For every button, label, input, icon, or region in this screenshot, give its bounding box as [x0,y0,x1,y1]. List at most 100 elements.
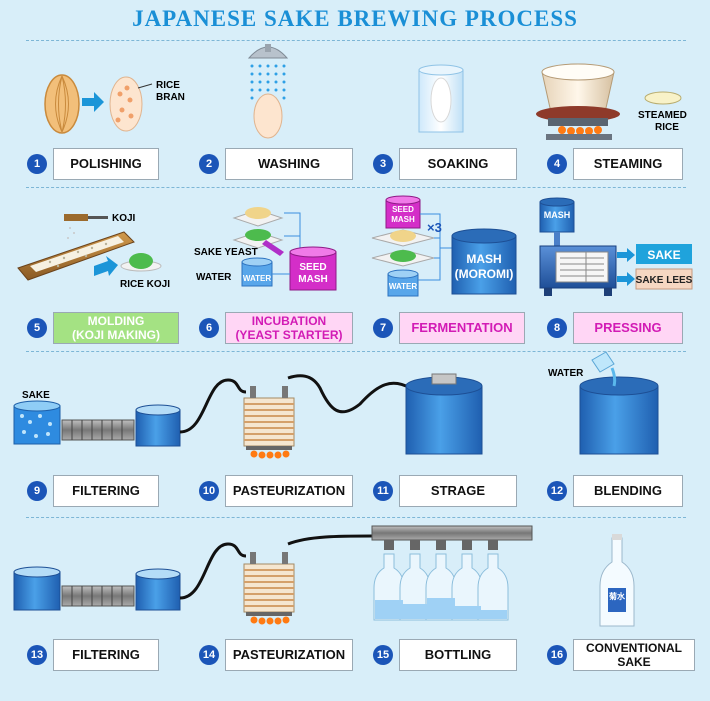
arrow-icon [82,92,104,112]
divider-row3 [26,517,686,518]
page-title: JAPANESE SAKE BREWING PROCESS [132,6,578,31]
pasteurizer-icon-2 [243,552,295,625]
pasteurizer-icon [243,386,295,459]
steamed-rice-label-2: RICE [655,122,679,133]
seed-mash-label-2: MASH [298,274,327,285]
step-pasteurization: 10 PASTEURIZATION [199,475,353,507]
step-number-badge: 8 [547,318,567,338]
storage-tank-icon [405,373,483,455]
step-bottling: 15 BOTTLING [373,639,517,671]
polished-rice-icon [109,76,143,132]
incubation-icon [232,207,337,291]
arrow-icon [94,256,118,276]
divider-top [26,40,686,41]
step-number-badge: 14 [199,645,219,665]
step-number-badge: 2 [199,154,219,174]
step-number-badge: 9 [27,481,47,501]
step-number-badge: 7 [373,318,393,338]
step-number-badge: 12 [547,481,567,501]
step-label: WASHING [225,148,353,180]
blending-tank-icon [579,351,659,455]
divider-row2 [26,351,686,352]
step-label-text-2: (KOJI MAKING) [72,328,160,342]
step-label-text: CONVENTIONAL SAKE [586,641,682,669]
water-pour-label: WATER [548,368,584,379]
step-number-badge: 10 [199,481,219,501]
step-incubation: 6 INCUBATION(YEAST STARTER) [199,312,353,344]
rice-koji-label: RICE KOJI [120,279,170,290]
step-label-text: WASHING [257,156,321,171]
step-number-badge: 16 [547,645,567,665]
step-label: MOLDING(KOJI MAKING) [53,312,179,344]
sake-tank-label: SAKE [22,390,50,401]
filter-system-icon-2 [13,566,181,611]
step-number-badge: 15 [373,645,393,665]
soaking-glass-icon [418,64,464,133]
sake-output-label: SAKE [647,248,680,262]
step-label-text: FILTERING [72,647,140,662]
step-label: BLENDING [573,475,683,507]
rice-grain-icon [44,74,80,134]
step-label-text: MOLDING [87,314,145,328]
step-label-text: INCUBATION [251,314,327,328]
step-label: SOAKING [399,148,517,180]
divider-row1 [26,187,686,188]
step-label: INCUBATION(YEAST STARTER) [225,312,353,344]
mash-moromi-label-2: (MOROMI) [455,267,514,281]
step-label: CONVENTIONAL SAKE [573,639,695,671]
seed-mash-small-label: SEED [392,205,414,214]
step-number-badge: 4 [547,154,567,174]
step-conventional-sake: 16 CONVENTIONAL SAKE [547,639,695,671]
filter-system-icon [13,400,181,447]
step-number-badge: 3 [373,154,393,174]
step-label-text: STEAMING [593,156,663,171]
press-mash-label: MASH [544,210,571,220]
water-tank-label: WATER [243,274,272,283]
step-label-text: PASTEURIZATION [232,647,346,662]
step-label: PASTEURIZATION [225,475,353,507]
step-pasteurization-2: 14 PASTEURIZATION [199,639,353,671]
shower-icon [247,44,289,139]
step-label: STRAGE [399,475,517,507]
step-label-text-2: (YEAST STARTER) [235,328,343,342]
step-number-badge: 1 [27,154,47,174]
step-label-text: BLENDING [594,483,662,498]
step-number-badge: 6 [199,318,219,338]
step-label-text: PRESSING [594,320,662,335]
step-washing: 2 WASHING [199,148,353,180]
step-label-text: PASTEURIZATION [232,483,346,498]
step-label: FERMENTATION [399,312,525,344]
rice-bran-label-2: BRAN [156,92,185,103]
step-label-text: BOTTLING [424,647,492,662]
step-label: FILTERING [53,475,159,507]
steamed-rice-icon [644,91,682,105]
step-label-text: SOAKING [427,156,489,171]
step-filtering-2: 13 FILTERING [27,639,159,671]
step-label-text: FERMENTATION [411,320,513,335]
seed-mash-label: SEED [299,262,326,273]
step-label: STEAMING [573,148,683,180]
step-polishing: 1 POLISHING [27,148,159,180]
step-label-text: POLISHING [70,156,142,171]
rice-koji-icon [120,253,162,272]
rice-bran-label: RICE [156,80,180,91]
steamed-rice-label: STEAMED [638,110,687,121]
bottle-brand-label: 菊水 [608,591,626,601]
step-label: POLISHING [53,148,159,180]
sake-lees-output-label: SAKE LEES [636,275,693,286]
step-filtering: 9 FILTERING [27,475,159,507]
step-blending: 12 BLENDING [547,475,683,507]
water-label: WATER [196,272,232,283]
mash-moromi-label: MASH [466,252,501,266]
step-steaming: 4 STEAMING [547,148,683,180]
step-number-badge: 13 [27,645,47,665]
step-label: PASTEURIZATION [225,639,353,671]
step-number-badge: 11 [373,481,393,501]
bottling-machine-icon [371,525,533,621]
fermentation-icon [371,195,517,297]
step-fermentation: 7 FERMENTATION [373,312,525,344]
step-number-badge: 5 [27,318,47,338]
step-label: BOTTLING [399,639,517,671]
